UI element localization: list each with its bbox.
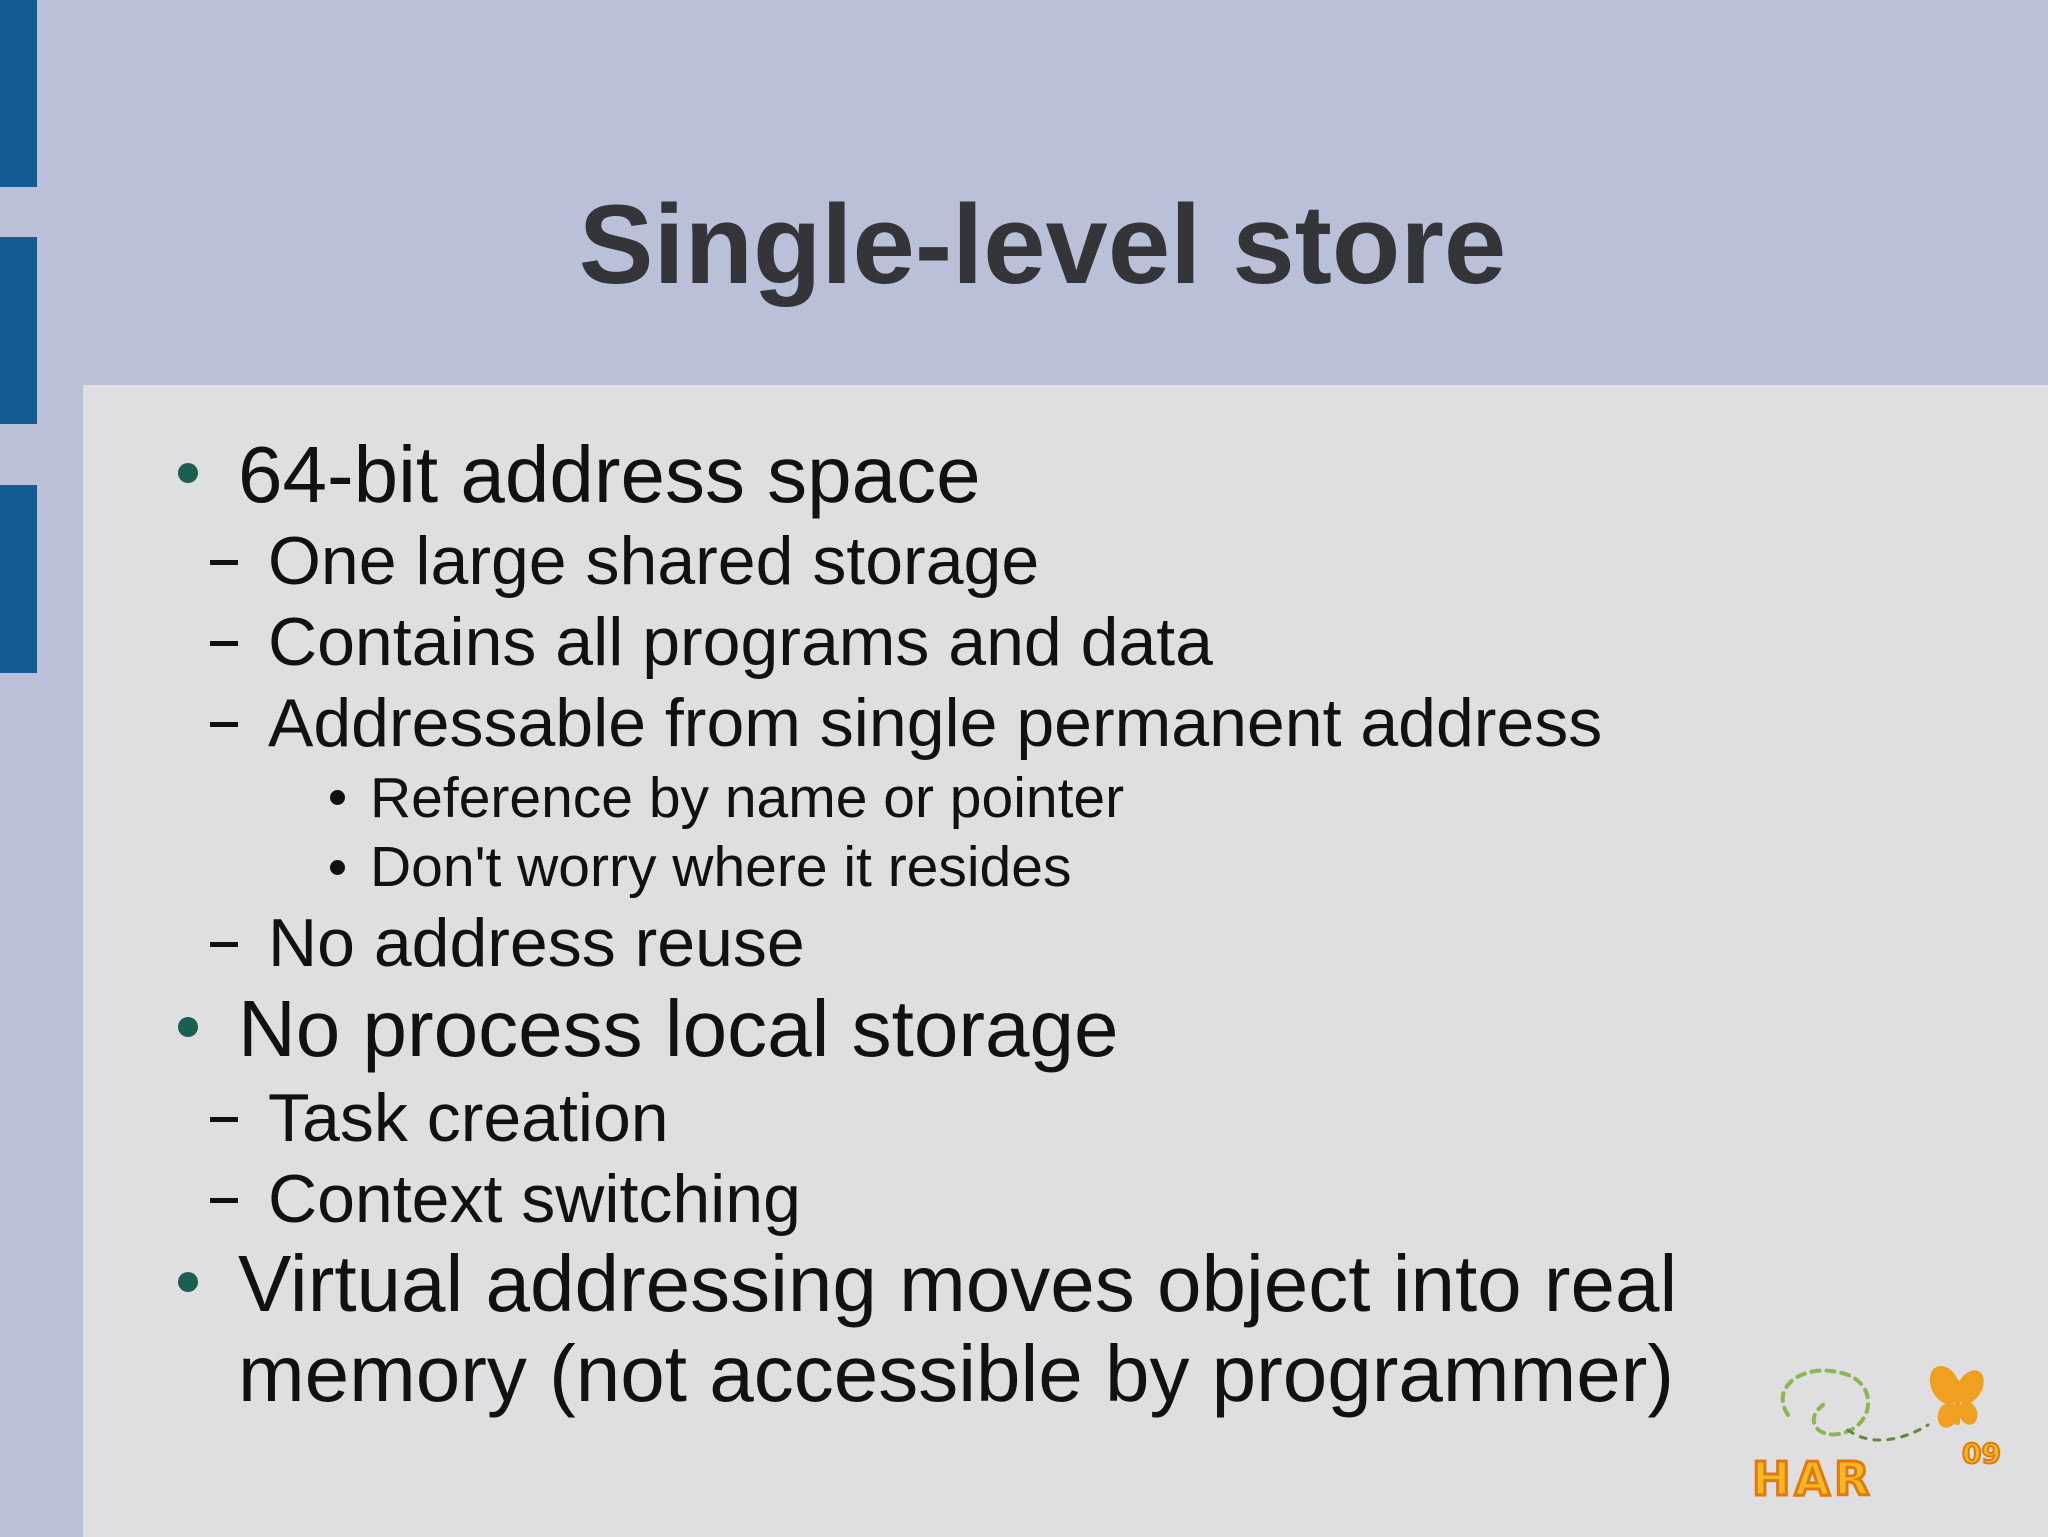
sub-bullet-item: No address reuse [268,905,805,981]
left-accent-bar [0,237,37,424]
sub-bullet-item: Context switching [268,1161,801,1237]
small-bullet-icon [330,860,345,875]
dash-icon [210,1198,238,1203]
dash-icon [210,942,238,947]
dash-icon [210,1117,238,1122]
dash-icon [210,722,238,727]
bullet-item: 64-bit address space [238,430,981,519]
dash-icon [210,641,238,646]
sub-bullet-item: Task creation [268,1080,669,1156]
sub-sub-bullet-item: Reference by name or pointer [370,766,1125,830]
sub-bullet-item: Addressable from single permanent addres… [268,685,1603,761]
slide-title: Single-level store [578,182,1507,307]
sub-bullet-item: One large shared storage [268,523,1040,599]
bullet-item-continuation: memory (not accessible by programmer) [238,1329,1674,1418]
content-panel [83,385,2048,1537]
har09-logo: HAR 09 [1751,1365,2002,1505]
logo-superscript: 09 [1962,1437,2001,1470]
bullet-icon [178,1017,198,1037]
sub-bullet-item: Contains all programs and data [268,604,1213,680]
dash-icon [210,560,238,565]
logo-text: HAR [1752,1452,1874,1505]
small-bullet-icon [330,790,345,805]
left-accent-bar [0,485,37,673]
sub-sub-bullet-item: Don't worry where it resides [370,835,1072,899]
bullet-icon [178,1272,198,1292]
left-accent-bar [0,0,37,187]
bullet-item: No process local storage [238,984,1119,1073]
bullet-item: Virtual addressing moves object into rea… [238,1239,1678,1328]
bullet-icon [178,463,198,483]
